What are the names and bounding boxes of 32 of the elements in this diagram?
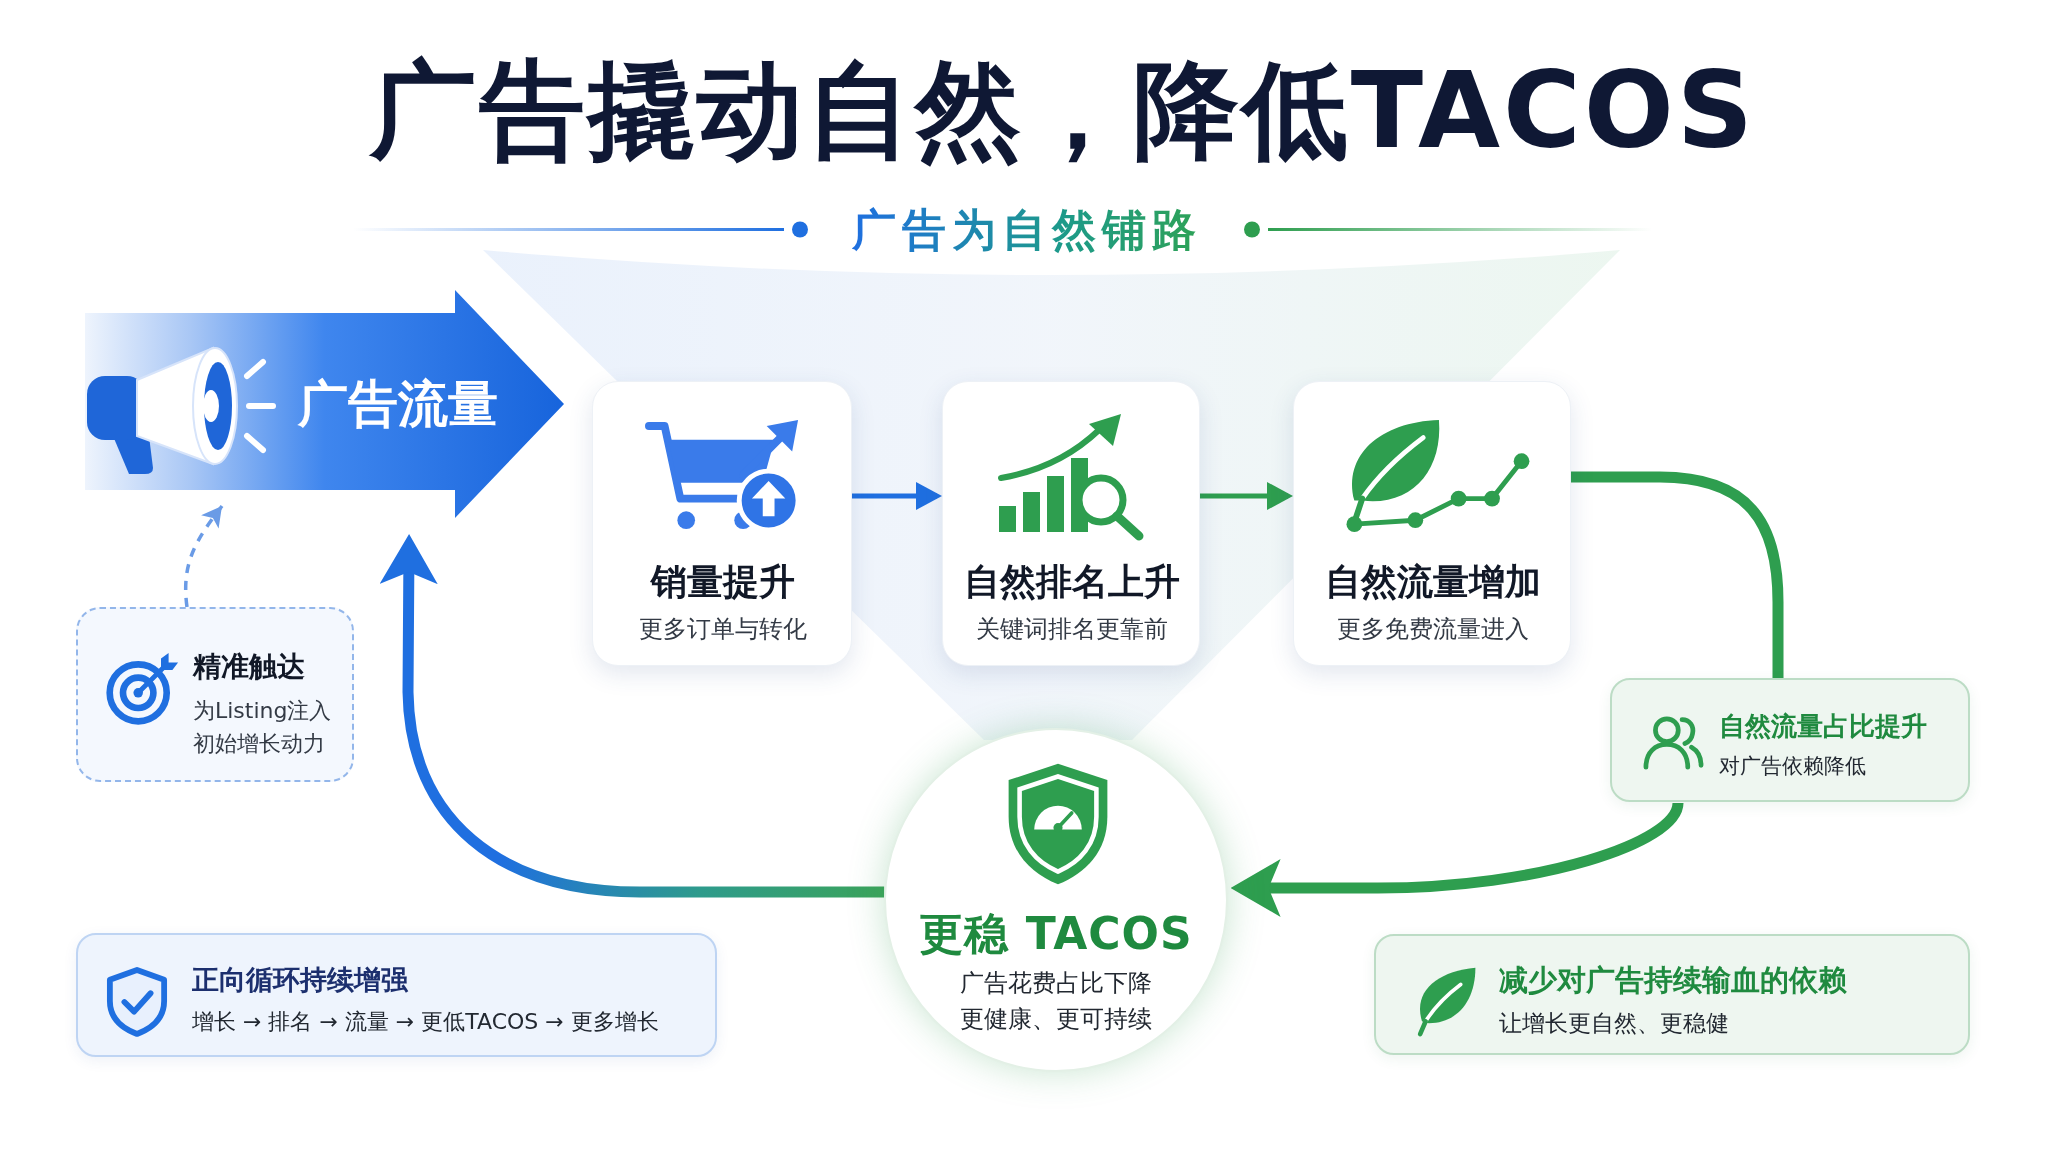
connector-line xyxy=(1571,471,1784,678)
arrow xyxy=(1200,482,1293,510)
card-title: 销量提升 xyxy=(651,559,795,604)
dashed-card xyxy=(76,607,354,782)
box-title: 自然流量占比提升 xyxy=(1719,710,1927,743)
arrow-label: 广告流量 xyxy=(298,373,498,435)
box-title: 正向循环持续增强 xyxy=(192,962,408,997)
arrow xyxy=(852,482,942,510)
card-subtitle: 关键词排名更靠前 xyxy=(976,613,1168,645)
box-text: 对广告依赖降低 xyxy=(1719,752,1866,780)
circle-text: 广告花费占比下降 xyxy=(960,967,1152,999)
box-title: 减少对广告持续输血的依赖 xyxy=(1499,962,1847,999)
step-card xyxy=(942,381,1200,666)
box-title: 精准触达 xyxy=(193,649,305,685)
circle-title: 更稳 TACOS xyxy=(919,906,1193,961)
info-card xyxy=(1374,934,1970,1055)
title: 广告撬动自然，降低TACOS xyxy=(369,48,1757,174)
dashed-arrow xyxy=(184,504,224,608)
arrow xyxy=(379,534,885,898)
card-subtitle: 更多订单与转化 xyxy=(639,613,807,645)
info-card xyxy=(76,933,717,1057)
step-card xyxy=(592,381,852,666)
block-arrow xyxy=(85,290,564,518)
box-text: 增长 → 排名 → 流量 → 更低TACOS → 更多增长 xyxy=(192,1007,659,1036)
card-subtitle: 更多免费流量进入 xyxy=(1337,613,1529,645)
card-title: 自然流量增加 xyxy=(1325,559,1541,604)
card-title: 自然排名上升 xyxy=(964,559,1180,604)
box-text: 为Listing注入初始增长动力 xyxy=(193,696,333,758)
info-card xyxy=(1610,678,1970,802)
circle-text: 更健康、更可持续 xyxy=(960,1003,1152,1035)
box-text: 让增长更自然、更稳健 xyxy=(1499,1009,1729,1038)
step-card xyxy=(1293,381,1571,666)
